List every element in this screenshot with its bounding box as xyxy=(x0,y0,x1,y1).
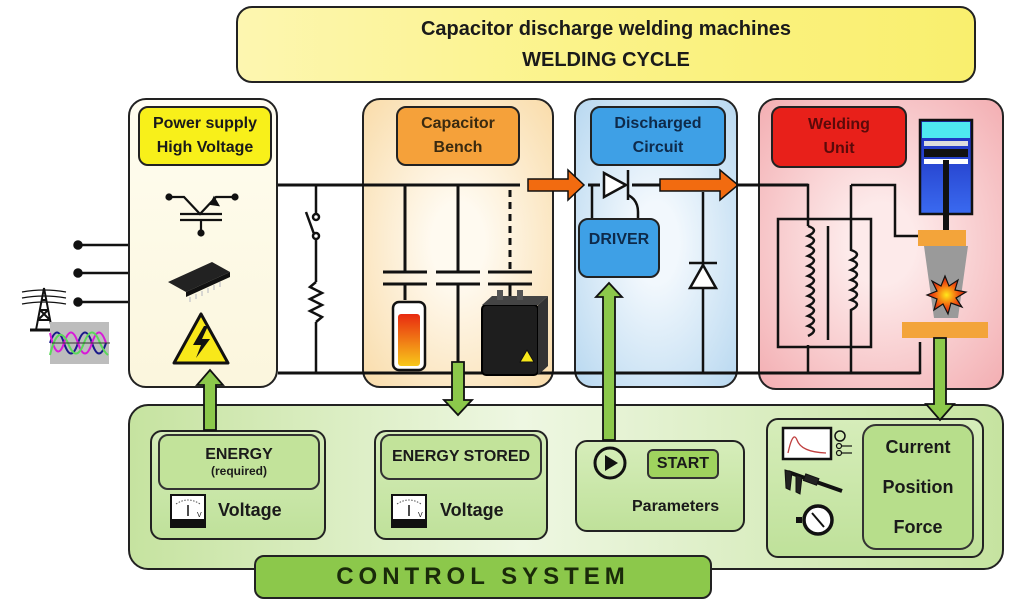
capacitor-bench-label-line2: Bench xyxy=(433,139,483,156)
capacitor-bench-label-line1: Capacitor xyxy=(421,115,495,132)
diagram-subtitle: WELDING CYCLE xyxy=(522,48,690,71)
start-button[interactable]: START xyxy=(647,449,719,479)
welding-unit-label-line1: Welding xyxy=(808,116,870,133)
driver-box: DRIVER xyxy=(578,218,660,278)
weld-spark-icon xyxy=(925,274,968,316)
power-supply-label-line1: Power supply xyxy=(152,115,258,132)
signal-arrows xyxy=(195,281,956,441)
energy-label: ENERGY xyxy=(205,446,273,463)
flow-arrow-2 xyxy=(659,168,740,202)
measurement-position: Position xyxy=(882,477,954,497)
energy-stored-label-box: ENERGY STORED xyxy=(380,434,542,480)
high-voltage-warning-icon xyxy=(172,312,230,365)
pressure-gauge-icon xyxy=(796,504,834,536)
igbt-transistor-icon xyxy=(165,193,239,237)
hv-capacitor-icon xyxy=(481,290,548,376)
discharged-circuit-label-line1: Discharged xyxy=(614,115,702,132)
arrow-energy-to-power xyxy=(195,368,225,431)
discharged-circuit-label: Discharged Circuit xyxy=(590,106,726,166)
thyristor-icon xyxy=(590,170,640,218)
energy-stored-label: ENERGY STORED xyxy=(391,448,531,465)
measurements-label-box: Current Position Force xyxy=(862,424,974,550)
svg-text:V: V xyxy=(418,512,423,519)
measurement-current: Current xyxy=(885,437,951,457)
pneumatic-cylinder-icon xyxy=(918,118,974,230)
power-supply-label: Power supply High Voltage xyxy=(138,106,272,166)
welding-unit-label: Welding Unit xyxy=(771,106,907,168)
play-icon[interactable] xyxy=(593,446,627,480)
diagram-title-box: Capacitor discharge welding machines WEL… xyxy=(236,6,976,83)
energy-flow-arrows xyxy=(527,168,740,202)
battery-capacitor-icon xyxy=(391,300,427,372)
svg-text:V: V xyxy=(197,512,202,519)
three-phase-wave-icon xyxy=(49,322,110,364)
capacitor-symbols xyxy=(383,185,532,373)
discharge-switch-resistor xyxy=(304,185,325,373)
parameters-label: Parameters xyxy=(632,498,720,515)
oscilloscope-icon xyxy=(781,426,852,461)
arrow-weld-to-measure xyxy=(924,337,956,422)
diagram-title: Capacitor discharge welding machines xyxy=(420,17,792,40)
arrow-capacitor-to-stored xyxy=(441,361,475,417)
energy-voltage-label: Voltage xyxy=(218,500,282,520)
welding-unit-label-line2: Unit xyxy=(823,140,855,157)
measurement-force: Force xyxy=(893,517,943,537)
ic-chip-icon xyxy=(168,262,230,302)
caliper-icon xyxy=(784,469,843,495)
capacitor-bench-label: Capacitor Bench xyxy=(396,106,520,166)
discharged-circuit-label-line2: Circuit xyxy=(632,139,684,156)
energy-sublabel: (required) xyxy=(210,464,267,478)
arrow-start-to-driver xyxy=(593,281,625,441)
diode-icon xyxy=(687,192,719,373)
voltmeter-icon: V xyxy=(391,494,427,528)
power-supply-label-line2: High Voltage xyxy=(156,139,254,156)
main-bus xyxy=(278,183,920,375)
transformer-icon xyxy=(736,183,922,375)
energy-stored-voltage-label: Voltage xyxy=(440,500,504,520)
power-tower-icon xyxy=(21,287,67,332)
flow-arrow-1 xyxy=(527,168,586,202)
control-system-title: CONTROL SYSTEM xyxy=(254,555,712,599)
voltmeter-icon: V xyxy=(170,494,206,528)
three-phase-input xyxy=(73,240,128,307)
driver-label: DRIVER xyxy=(588,231,650,248)
energy-required-label-box: ENERGY (required) xyxy=(158,434,320,490)
